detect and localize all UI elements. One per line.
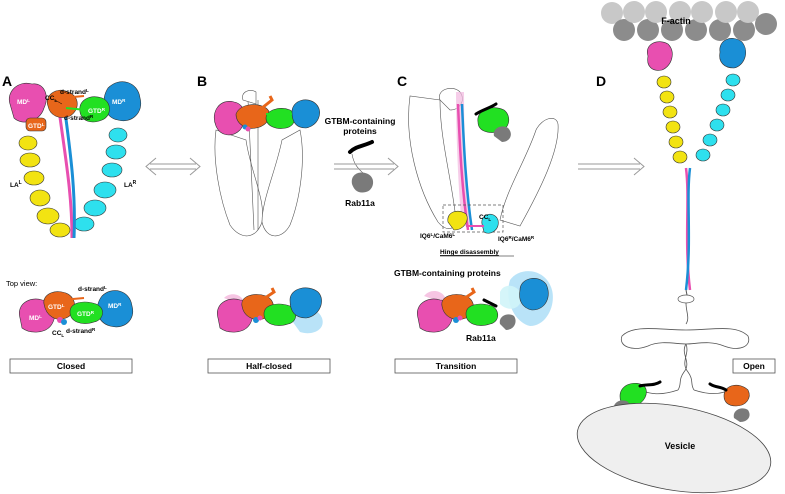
state-label-half-closed: Half-closed xyxy=(246,361,292,371)
label-d-strand-l: d-strandL xyxy=(60,88,89,96)
panel-d-open-structure xyxy=(576,38,772,494)
label-la-r: LAR xyxy=(124,180,137,189)
top-gtd-r: GTDR xyxy=(77,310,95,318)
panel-label-c: C xyxy=(397,73,407,89)
lever-arm-left xyxy=(18,135,71,238)
panel-label-b: B xyxy=(197,73,207,89)
f-actin-filament xyxy=(601,1,777,41)
label-cc-c: CCL xyxy=(479,214,491,222)
arrow-c-d xyxy=(578,157,645,176)
vesicle-shape xyxy=(576,402,772,494)
label-d-strand-r: d-strandR xyxy=(64,114,94,122)
rab11a-label-c: Rab11a xyxy=(466,333,496,343)
label-gtd-r: GTDR xyxy=(88,107,106,115)
gtbm-peptide-icon xyxy=(348,140,374,154)
panel-label-a: A xyxy=(2,73,12,89)
gtbm-label-line2: proteins xyxy=(343,126,377,136)
d-strand-r-line xyxy=(65,107,87,111)
panel-c-transition-structure xyxy=(408,88,559,234)
panel-b-half-closed-structure xyxy=(214,90,320,237)
top-d-strand-r: d-strandR xyxy=(66,327,96,335)
lever-arm-right xyxy=(73,127,128,232)
panel-a-top-view xyxy=(19,290,134,333)
hinge-box xyxy=(442,204,504,233)
panel-c-top-view xyxy=(417,271,553,333)
top-d-strand-l: d-strandL xyxy=(78,285,107,293)
state-label-transition: Transition xyxy=(436,361,477,371)
panel-b-top-view xyxy=(217,287,323,334)
top-md-r: MDR xyxy=(108,302,122,310)
label-la-l: LAL xyxy=(10,180,22,189)
state-box-half-closed xyxy=(207,358,331,374)
label-md-l: MDL xyxy=(17,98,30,106)
top-gtd-l: GTDL xyxy=(48,303,65,311)
top-md-l: MDL xyxy=(29,314,42,322)
rab11a-label: Rab11a xyxy=(345,198,375,208)
vesicle-label: Vesicle xyxy=(665,441,696,451)
panel-a-closed-structure xyxy=(8,81,142,239)
panel-label-d: D xyxy=(596,73,606,89)
label-iq6-l: IQ6L/CaM6L xyxy=(420,232,455,240)
double-arrow-a-b xyxy=(145,157,201,176)
coiled-coil-blue xyxy=(62,103,76,239)
top-cc: CCL xyxy=(52,330,64,338)
gtbm-label-line1: GTBM-containing xyxy=(325,116,396,126)
state-box-open xyxy=(732,358,776,374)
gtd-l-block xyxy=(25,117,47,132)
state-box-closed xyxy=(9,358,133,374)
factin-label: F-actin xyxy=(661,16,691,26)
gtbm-full-label: GTBM-containing proteins xyxy=(394,268,501,278)
state-box-transition xyxy=(394,358,518,374)
arrow-b-c xyxy=(334,157,399,176)
globular-tail-domain-right xyxy=(79,96,110,123)
label-hinge-disassembly: Hinge disassembly xyxy=(440,249,499,256)
d-strand-l-line xyxy=(61,95,85,99)
top-view-label: Top view: xyxy=(6,279,37,288)
state-label-closed: Closed xyxy=(57,361,85,371)
label-gtd-l: GTDL xyxy=(28,122,45,130)
rab11a-icon xyxy=(351,172,374,193)
label-iq6-r: IQ6R/CaM6R xyxy=(498,235,535,243)
label-md-r: MDR xyxy=(112,98,126,106)
state-label-open: Open xyxy=(743,361,765,371)
